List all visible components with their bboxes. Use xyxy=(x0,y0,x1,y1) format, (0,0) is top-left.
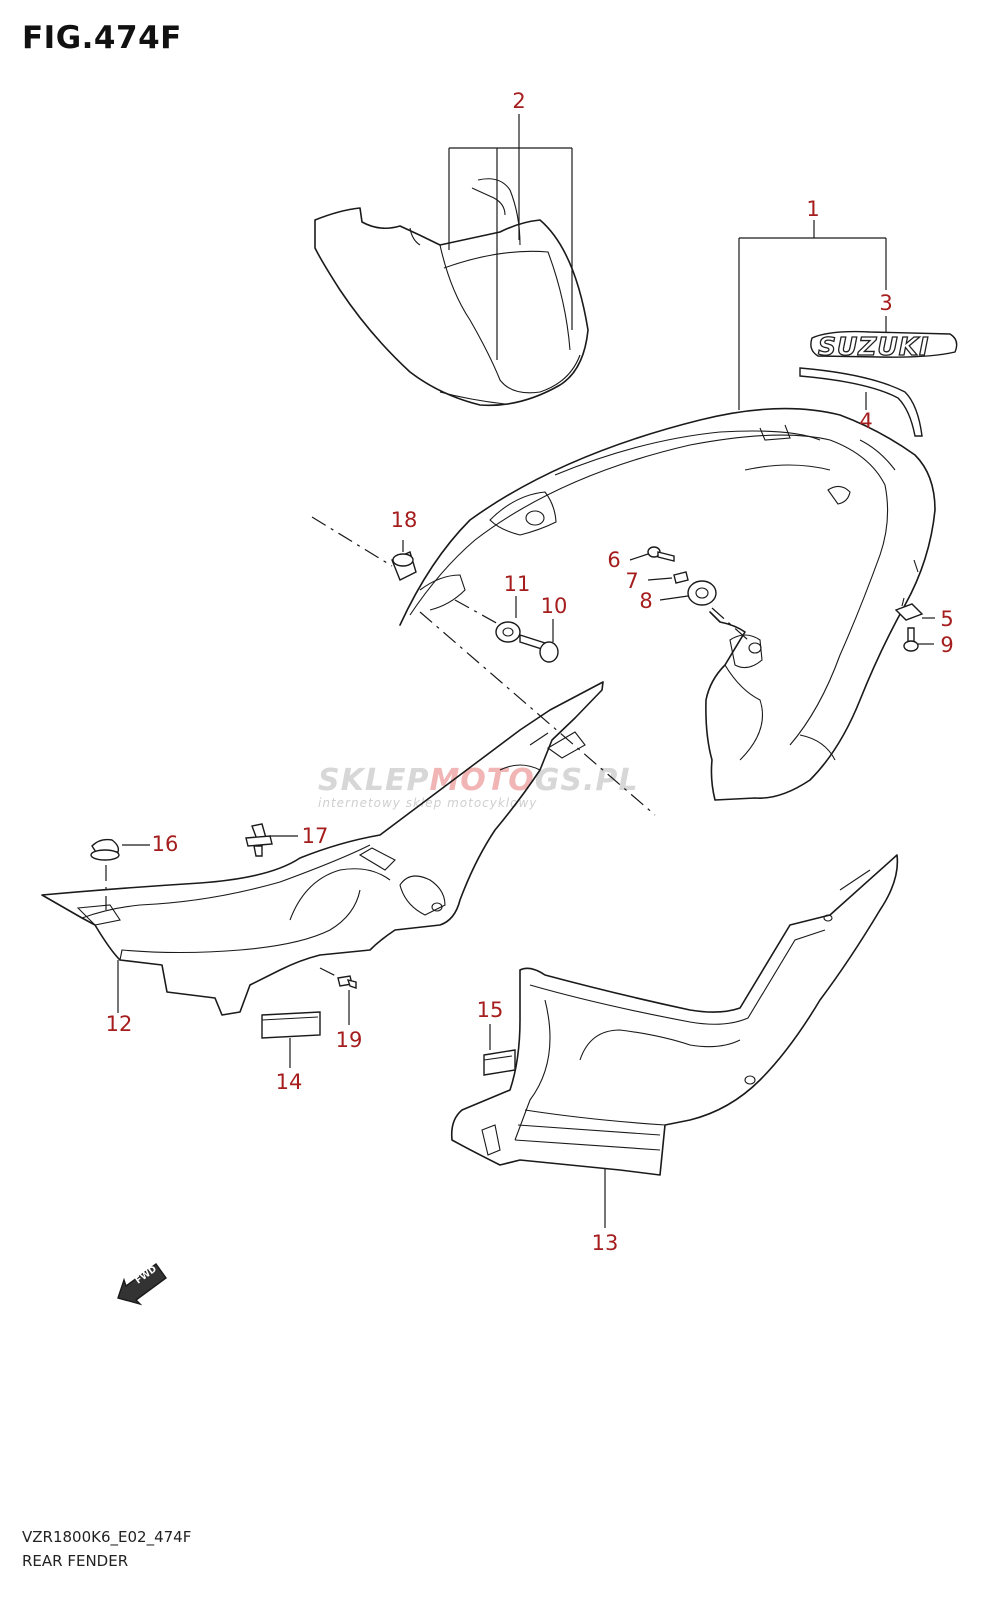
rear-fender-lower-part[interactable] xyxy=(41,681,604,1016)
callout-15: 15 xyxy=(477,998,504,1022)
watermark-brand-right: GS.PL xyxy=(535,763,639,798)
bolt-10-part[interactable] xyxy=(519,634,559,663)
callout-2: 2 xyxy=(512,89,525,113)
bolt-6-part[interactable] xyxy=(647,546,675,562)
figure-title: FIG.474F xyxy=(22,20,182,56)
screw-9-part[interactable] xyxy=(903,627,919,652)
cap-16-part[interactable] xyxy=(90,838,120,861)
cushion-8-part[interactable] xyxy=(687,580,717,606)
clip-17-part[interactable] xyxy=(245,823,273,857)
callout-labels: 1 2 3 4 5 6 7 8 9 10 11 12 13 14 15 16 1… xyxy=(106,89,954,1255)
tape-strip-part[interactable] xyxy=(799,367,923,437)
callout-7: 7 xyxy=(625,569,638,593)
callout-6: 6 xyxy=(607,548,620,572)
callout-16: 16 xyxy=(152,832,179,856)
nut-5-part[interactable] xyxy=(894,597,924,621)
grommet-18-part[interactable] xyxy=(391,551,417,581)
cushion-11-part[interactable] xyxy=(495,621,521,643)
callout-14: 14 xyxy=(276,1070,303,1094)
callout-19: 19 xyxy=(336,1028,363,1052)
callout-1-leaders xyxy=(738,220,887,410)
model-code: VZR1800K6_E02_474F xyxy=(22,1528,192,1546)
watermark-tagline: internetowy sklep motocyklowy xyxy=(318,796,537,810)
callout-17: 17 xyxy=(302,824,329,848)
callout-10: 10 xyxy=(541,594,568,618)
callout-5: 5 xyxy=(940,607,953,631)
svg-text:SKLEPMOTOGS.PL: SKLEPMOTOGS.PL xyxy=(318,763,639,798)
callout-1: 1 xyxy=(806,197,819,221)
watermark: SKLEPMOTOGS.PL internetowy sklep motocyk… xyxy=(318,763,639,810)
callout-8: 8 xyxy=(639,589,652,613)
callout-4: 4 xyxy=(859,409,872,433)
watermark-brand-left: SKLEP xyxy=(318,763,429,798)
watermark-brand-accent: MOTO xyxy=(429,763,534,798)
callout-11: 11 xyxy=(504,572,531,596)
section-name: REAR FENDER xyxy=(22,1552,129,1570)
pad-15-part[interactable] xyxy=(483,1049,516,1076)
callout-2-leaders xyxy=(448,114,573,360)
callout-12: 12 xyxy=(106,1012,133,1036)
callout-13: 13 xyxy=(592,1231,619,1255)
screw-19-part[interactable] xyxy=(337,975,357,989)
callout-9: 9 xyxy=(940,633,953,657)
fwd-arrow-icon: FWD xyxy=(117,1263,167,1306)
suzuki-emblem-part[interactable]: SUZUKI xyxy=(810,330,958,362)
rear-fender-part[interactable] xyxy=(314,178,589,407)
pad-14-part[interactable] xyxy=(261,1011,321,1039)
side-cover-part[interactable] xyxy=(450,854,899,1176)
callout-18: 18 xyxy=(391,508,418,532)
tail-cover-part[interactable] xyxy=(399,407,936,801)
callout-3: 3 xyxy=(879,291,892,315)
emblem-text: SUZUKI xyxy=(818,332,929,361)
washer-7-part[interactable] xyxy=(673,571,689,584)
